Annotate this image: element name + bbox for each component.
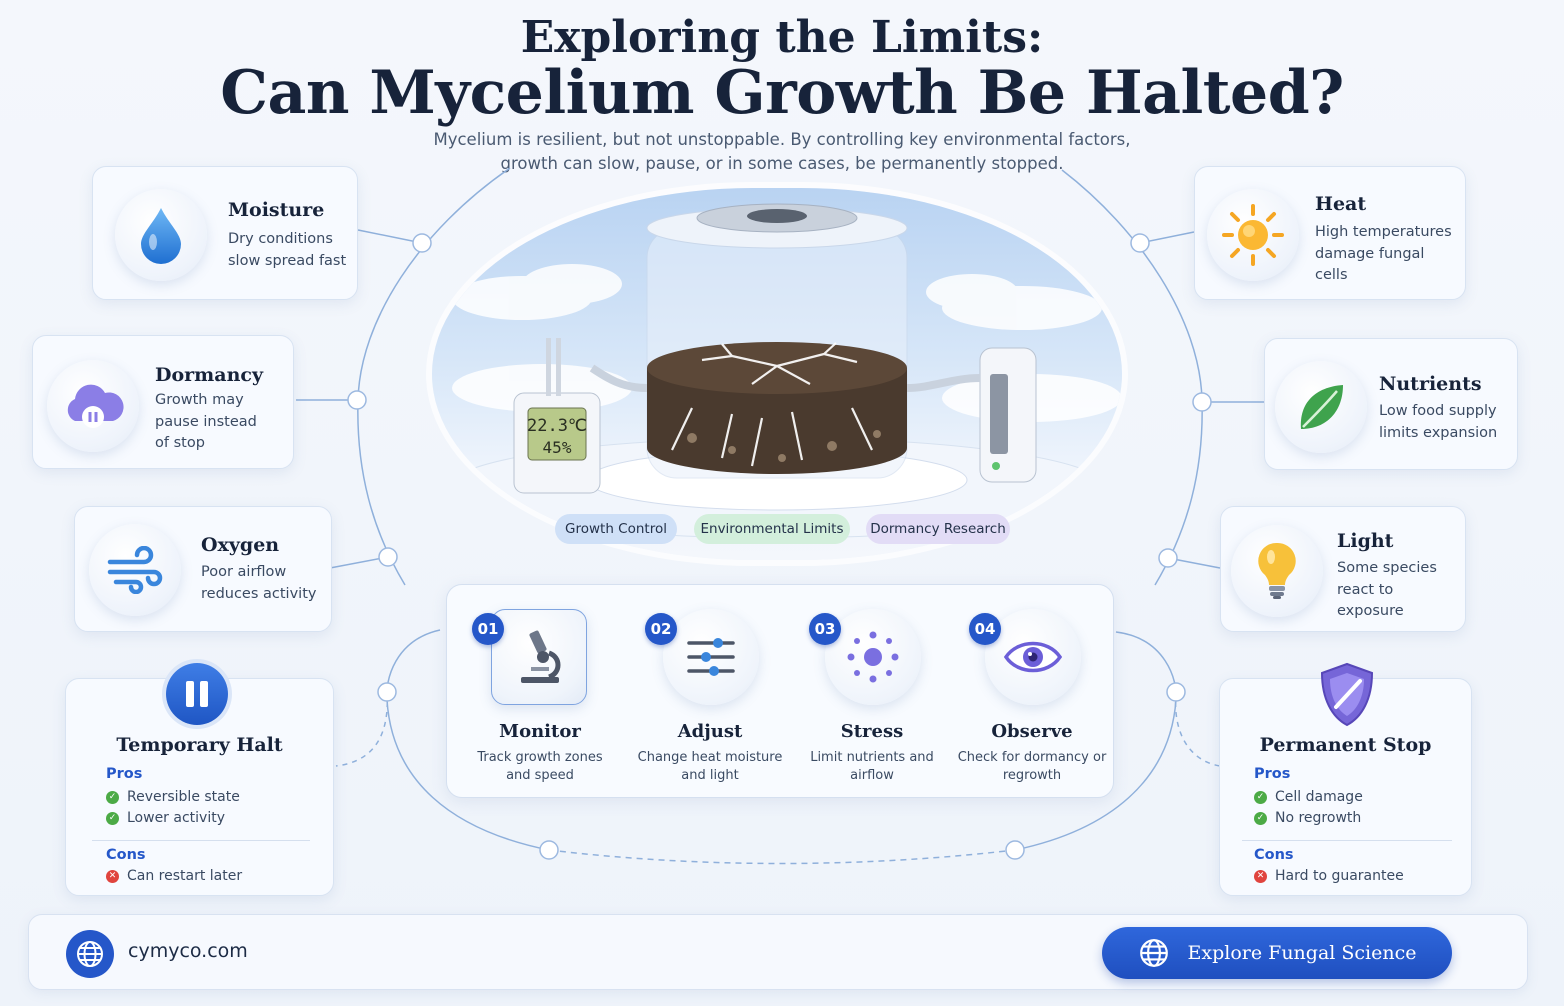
globe-icon (1139, 939, 1168, 967)
subtitle: Mycelium is resilient, but not unstoppab… (433, 130, 1131, 173)
step-number: 03 (809, 613, 841, 645)
growth-chamber-illustration: 22.3℃ 45% (432, 188, 1122, 560)
permanent-stop-title: Permanent Stop (1259, 734, 1432, 756)
pro-item: ✓Cell damage (1254, 789, 1363, 805)
factor-text: Growth may pause instead of stop (155, 392, 257, 451)
step-title: Adjust (677, 721, 743, 742)
step-text: Limit nutrients and airflow (810, 750, 934, 783)
factor-title: Heat (1315, 193, 1367, 215)
step-title: Stress (840, 721, 904, 742)
sliders-icon (663, 609, 759, 705)
step-text: Change heat moisture and light (637, 750, 783, 783)
shield-icon (1316, 661, 1378, 729)
step-title: Observe (991, 721, 1073, 742)
eye-icon (985, 609, 1081, 705)
water-drop-icon (115, 189, 207, 281)
paused-cloud-icon (47, 360, 139, 452)
check-icon: ✓ (106, 790, 119, 804)
check-icon: ✓ (106, 811, 119, 825)
temporary-halt-title: Temporary Halt (116, 734, 283, 756)
factor-card-oxygen: Oxygen Poor airflow reduces activity (74, 506, 332, 632)
process-steps-panel: 01 Monitor Track growth zones and speed … (446, 584, 1114, 798)
step-number: 04 (969, 613, 1001, 645)
wind-icon (89, 524, 181, 616)
pros-label: Pros (1254, 766, 1291, 782)
globe-icon (66, 930, 114, 978)
leaf-icon (1275, 361, 1367, 453)
divider (1242, 840, 1452, 841)
cons-label: Cons (1254, 847, 1294, 863)
factor-title: Nutrients (1379, 373, 1482, 395)
sun-icon (1207, 189, 1299, 281)
cross-icon: ✕ (106, 869, 119, 883)
step-text: Track growth zones and speed (477, 750, 603, 783)
page-title: Can Mycelium Growth Be Halted? (220, 58, 1344, 128)
con-item: ✕Hard to guarantee (1254, 868, 1404, 884)
check-icon: ✓ (1254, 790, 1267, 804)
step-text: Check for dormancy or regrowth (957, 750, 1107, 783)
tag-environmental-limits: Environmental Limits (694, 514, 850, 544)
cta-label: Explore Fungal Science (1187, 942, 1417, 964)
pros-label: Pros (106, 766, 143, 782)
pro-item: ✓Reversible state (106, 789, 240, 805)
factor-card-heat: Heat High temperatures damage fungal cel… (1194, 166, 1466, 300)
pro-item: ✓No regrowth (1254, 810, 1361, 826)
microscope-icon (491, 609, 587, 705)
tag-dormancy-research: Dormancy Research (866, 514, 1010, 544)
factor-text: Dry conditions slow spread fast (228, 231, 347, 269)
factor-text: Some species react to exposure (1337, 560, 1437, 619)
factor-text: Poor airflow reduces activity (201, 564, 317, 602)
explore-fungal-science-button[interactable]: Explore Fungal Science (1102, 927, 1452, 979)
cross-icon: ✕ (1254, 869, 1267, 883)
factor-title: Moisture (228, 199, 325, 221)
tag-growth-control: Growth Control (555, 514, 677, 544)
cons-label: Cons (106, 847, 146, 863)
factor-card-moisture: Moisture Dry conditions slow spread fast (92, 166, 358, 300)
factor-title: Light (1337, 530, 1394, 552)
website-link[interactable]: cymyco.com (128, 940, 248, 962)
step-number: 02 (645, 613, 677, 645)
check-icon: ✓ (1254, 811, 1267, 825)
permanent-stop-card: Permanent Stop Pros ✓Cell damage ✓No reg… (1219, 662, 1472, 896)
title-line-1: Exploring the Limits: (520, 12, 1044, 63)
factor-card-dormancy: Dormancy Growth may pause instead of sto… (32, 335, 294, 469)
factor-card-nutrients: Nutrients Low food supply limits expansi… (1264, 338, 1518, 470)
light-bulb-icon (1231, 525, 1323, 617)
con-item: ✕Can restart later (106, 868, 242, 884)
pause-icon (166, 663, 228, 725)
dots-ring-icon (825, 609, 921, 705)
thermometer-humidity: 45% (543, 438, 572, 457)
factor-title: Dormancy (155, 364, 263, 386)
factor-title: Oxygen (201, 534, 280, 556)
factor-card-light: Light Some species react to exposure (1220, 506, 1466, 632)
factor-text: High temperatures damage fungal cells (1315, 224, 1452, 283)
pro-item: ✓Lower activity (106, 810, 225, 826)
step-number: 01 (472, 613, 504, 645)
step-title: Monitor (499, 721, 581, 742)
divider (92, 840, 310, 841)
thermometer-temperature: 22.3℃ (527, 416, 587, 436)
temporary-halt-card: Temporary Halt Pros ✓Reversible state ✓L… (65, 663, 334, 896)
factor-text: Low food supply limits expansion (1379, 403, 1498, 441)
